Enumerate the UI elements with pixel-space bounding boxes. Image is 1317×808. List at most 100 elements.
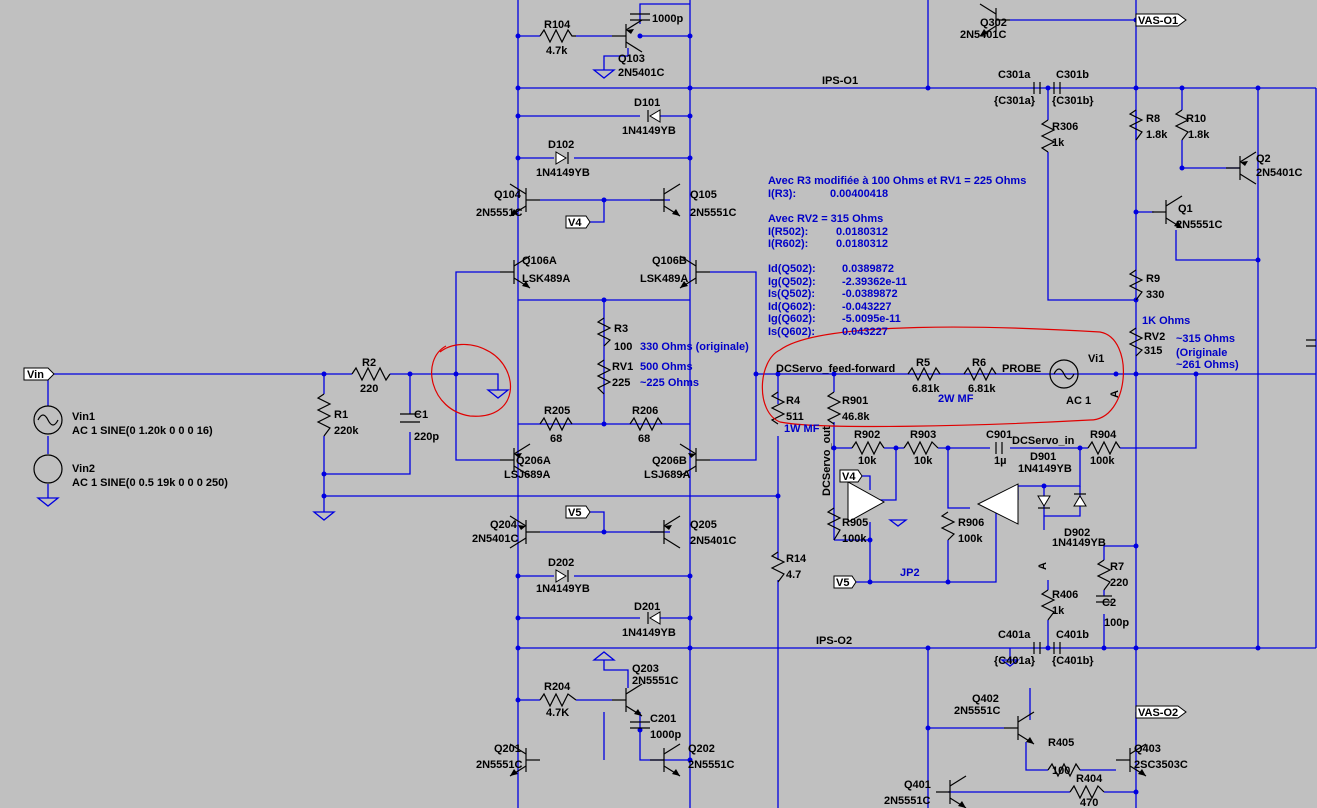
value-c901: 1µ <box>994 455 1006 467</box>
junction-dots <box>321 17 1261 795</box>
value-q204: 2N5401C <box>472 533 519 545</box>
net-v5-a: V5 <box>568 507 581 519</box>
value-r901: 46.8k <box>842 411 870 423</box>
label-r14: R14 <box>786 553 807 565</box>
rv1-note-1: 330 Ohms (originale) <box>640 341 749 353</box>
value-r6: 6.81k <box>968 383 996 395</box>
label-c401b: C401b <box>1056 629 1089 641</box>
label-q402: Q402 <box>972 693 999 705</box>
value-r3: 100 <box>614 341 632 353</box>
label-q201: Q201 <box>494 743 521 755</box>
rv2-note-4: ~261 Ohms) <box>1176 359 1239 371</box>
r2-symbol <box>351 366 391 382</box>
value-d202: 1N4149YB <box>536 583 590 595</box>
value-r905: 100k <box>842 533 867 545</box>
value-r406: 1k <box>1052 605 1065 617</box>
label-r306: R306 <box>1052 121 1078 133</box>
meas-value: 0.00400418 <box>830 188 888 200</box>
value-q202: 2N5551C <box>688 759 735 771</box>
label-r905: R905 <box>842 517 868 529</box>
label-q203: Q203 <box>632 663 659 675</box>
blue-annotations: 330 Ohms (originale) 500 Ohms ~225 Ohms … <box>640 315 1239 435</box>
label-d902: D902 <box>1064 527 1090 539</box>
meas-value: -5.0095e-11 <box>842 313 901 325</box>
net-v5-b: V5 <box>836 577 849 589</box>
value-rv1: 225 <box>612 377 630 389</box>
label-r2: R2 <box>362 357 376 369</box>
r906-symbol <box>940 511 956 541</box>
value-vin1: AC 1 SINE(0 1.20k 0 0 0 16) <box>72 425 213 437</box>
resistors <box>316 28 1190 800</box>
net-dcservo-ff: DCServo_feed-forward <box>776 363 895 375</box>
value-r2: 220 <box>360 383 378 395</box>
value-q106b: LSK489A <box>640 273 688 285</box>
value-r904: 100k <box>1090 455 1115 467</box>
meas-value: 0.0389872 <box>842 263 894 275</box>
label-d102: D102 <box>548 139 574 151</box>
value-q203: 2N5551C <box>632 675 679 687</box>
r14-symbol <box>770 551 786 583</box>
label-d202: D202 <box>548 557 574 569</box>
value-r903: 10k <box>914 455 933 467</box>
r6-symbol <box>963 366 997 382</box>
label-vi1: Vi1 <box>1088 353 1104 365</box>
label-r6: R6 <box>972 357 986 369</box>
value-vin2: AC 1 SINE(0 0.5 19k 0 0 0 250) <box>72 477 228 489</box>
net-vas-o2: VAS-O2 <box>1138 707 1178 719</box>
r1-symbol <box>316 393 332 437</box>
label-q104: Q104 <box>494 189 522 201</box>
r205-symbol <box>539 416 573 432</box>
transistors <box>499 3 1257 808</box>
meas-value: -0.043227 <box>842 301 892 313</box>
r306-symbol <box>1040 119 1056 153</box>
value-c301a: {C301a} <box>994 95 1036 107</box>
r5-note: 2W MF <box>938 393 974 405</box>
label-c1: C1 <box>414 409 428 421</box>
net-a-2: A <box>1037 562 1049 570</box>
label-c901: C901 <box>986 429 1012 441</box>
net-dcservo-in: DCServo_in <box>1012 435 1075 447</box>
label-c301b: C301b <box>1056 69 1089 81</box>
label-c201: C201 <box>650 713 676 725</box>
value-q401: 2N5551C <box>884 795 931 807</box>
r905-symbol <box>826 507 842 541</box>
r902-symbol <box>851 440 885 456</box>
net-dcservo-out: DCServo_out <box>821 426 833 496</box>
label-q106a: Q106A <box>522 255 557 267</box>
label-c401a: C401a <box>998 629 1031 641</box>
value-q206a: LSJ689A <box>504 469 551 481</box>
net-ips-o2: IPS-O2 <box>816 635 852 647</box>
value-d902: 1N4149YB <box>1052 537 1106 549</box>
component-labels: R104 4.7k Q103 2N5401C 1000p Q302 2N5401… <box>72 13 1303 808</box>
meas-key: Is(Q602): <box>768 326 815 338</box>
value-d201: 1N4149YB <box>622 627 676 639</box>
value-c401b: {C401b} <box>1052 655 1094 667</box>
sources <box>33 359 1079 484</box>
label-r904: R904 <box>1090 429 1117 441</box>
meas-key: Ig(Q502): <box>768 276 816 288</box>
label-r903: R903 <box>910 429 936 441</box>
meas-key: I(R602): <box>768 238 808 250</box>
value-r10: 1.8k <box>1188 129 1210 141</box>
label-q403: Q403 <box>1134 743 1161 755</box>
label-rv1: RV1 <box>612 361 633 373</box>
measurement-block: Avec R3 modifiée à 100 Ohms et RV1 = 225… <box>768 175 1026 338</box>
grounds <box>36 69 1020 667</box>
value-q104: 2N5551C <box>476 207 523 219</box>
net-vas-o1: VAS-O1 <box>1138 15 1178 27</box>
value-d102: 1N4149YB <box>536 167 590 179</box>
value-q205: 2N5401C <box>690 535 737 547</box>
value-r7: 220 <box>1110 577 1128 589</box>
rv2-note-3: (Originale <box>1176 347 1227 359</box>
red-annotations <box>431 326 1124 428</box>
label-r902: R902 <box>854 429 880 441</box>
net-labels: IPS-O1 IPS-O2 DCServo_feed-forward DCSer… <box>776 75 1121 647</box>
meas-key: Is(Q502): <box>768 288 815 300</box>
r206-symbol <box>629 416 663 432</box>
value-r205: 68 <box>550 433 562 445</box>
r5-symbol <box>907 366 941 382</box>
label-q206b: Q206B <box>652 455 687 467</box>
value-r5: 6.81k <box>912 383 940 395</box>
label-q204: Q204 <box>490 519 518 531</box>
net-flags: Vin VAS-O1 VAS-O2 V4 V4 V5 V5 <box>23 13 1187 719</box>
